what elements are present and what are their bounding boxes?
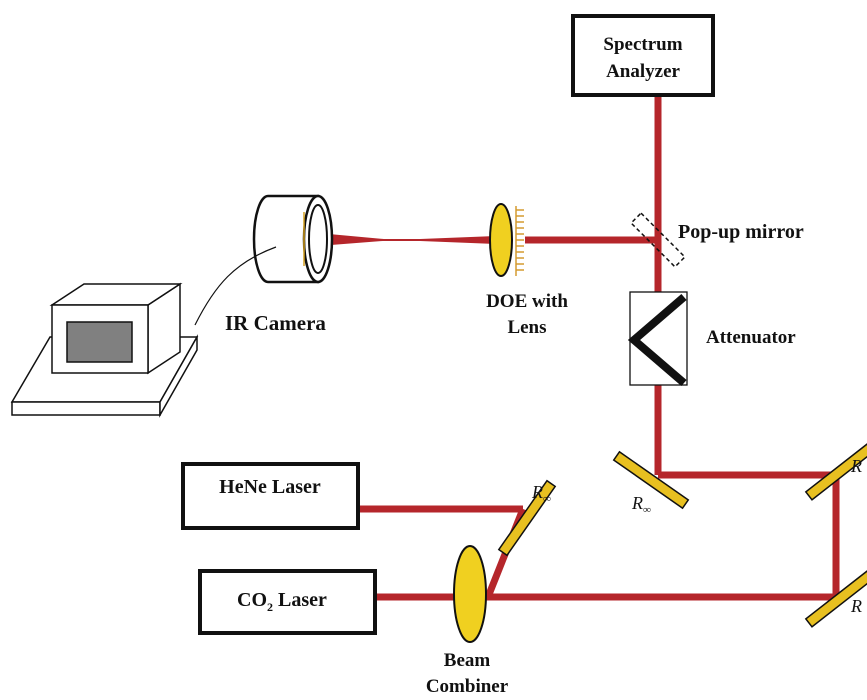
mirror-1-subscript: ∞ (643, 504, 651, 516)
doe-label-line2: Lens (507, 317, 546, 338)
beam-combiner-lens (453, 545, 487, 643)
mirror-1: R ∞ (612, 450, 690, 516)
co2-laser-label: CO2 Laser (237, 589, 327, 614)
attenuator-wedge (627, 293, 687, 387)
mirror-4: R ∞ (497, 479, 557, 557)
mirror-3: R (804, 566, 867, 628)
computer (10, 282, 199, 418)
co2-laser-box (198, 569, 377, 635)
ir-camera-label: IR Camera (225, 311, 326, 335)
popup-mirror: Pop-up mirror (630, 212, 804, 268)
popup-mirror-label: Pop-up mirror (678, 221, 804, 243)
mirror-1-symbol: R (631, 493, 643, 513)
doe-lens (489, 203, 513, 277)
ir-camera: IR Camera (194, 194, 334, 335)
spectrum-analyzer-box (571, 14, 715, 97)
mirror-1-plate (612, 450, 690, 510)
beam-combiner: Beam Combiner (426, 545, 509, 697)
spectrum-analyzer-label-line1: Spectrum (603, 34, 682, 55)
monitor-screen (66, 321, 133, 363)
mirror-2-symbol: R (850, 456, 862, 476)
co2-suffix: Laser (273, 589, 327, 611)
co2-prefix: CO (237, 589, 267, 611)
mirror-3-symbol: R (850, 596, 862, 616)
ir-camera-lens-ring (308, 204, 328, 274)
hene-laser-label: HeNe Laser (219, 476, 321, 498)
mirror-4-symbol: R (531, 482, 543, 502)
computer-base-front (11, 401, 161, 416)
mirror-2-plate (804, 439, 867, 501)
spectrum-analyzer-label-line2: Analyzer (606, 61, 680, 82)
mirror-3-plate (804, 566, 867, 628)
beam-combiner-label-line1: Beam (444, 650, 491, 671)
computer-base-side (159, 334, 198, 418)
popup-mirror-outline (630, 212, 686, 268)
doe-grating (515, 206, 524, 276)
hene-laser-box (181, 462, 360, 530)
mirror-4-plate (497, 479, 557, 557)
mirror-2: R (804, 439, 867, 501)
hene-laser: HeNe Laser (181, 462, 360, 530)
attenuator-label: Attenuator (706, 327, 796, 348)
doe-label-line1: DOE with (486, 291, 568, 312)
spectrum-analyzer: Spectrum Analyzer (571, 14, 715, 97)
co2-laser: CO2 Laser (198, 569, 377, 635)
doe-with-lens: DOE with Lens (486, 203, 568, 338)
ir-camera-body (252, 194, 320, 284)
co2-subscript: 2 (267, 600, 273, 614)
attenuator: Attenuator (627, 291, 796, 387)
mirror-4-subscript: ∞ (543, 493, 551, 505)
ir-camera-cable (194, 246, 277, 326)
beam-combiner-label-line2: Combiner (426, 676, 509, 697)
